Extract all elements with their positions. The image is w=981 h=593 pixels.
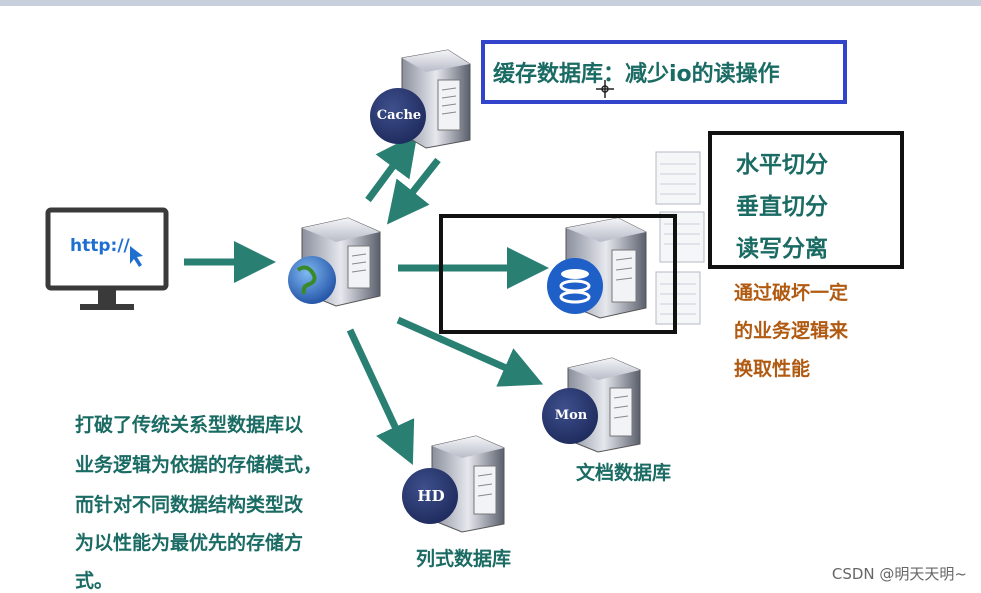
split-method-horizontal: 水平切分: [736, 152, 828, 178]
description-line-3: 而针对不同数据结构类型改: [75, 494, 304, 516]
crosshair-cursor-icon: [596, 80, 614, 98]
split-method-vertical: 垂直切分: [736, 194, 828, 220]
split-methods-box: 水平切分 垂直切分 读写分离: [708, 131, 904, 269]
monitor-icon: [45, 207, 169, 310]
description-line-4: 为以性能为最优先的存储方: [75, 532, 304, 554]
arrow-to-doc-db: [396, 316, 544, 387]
tradeoff-line-3: 换取性能: [734, 358, 811, 380]
description-line-1: 打破了传统关系型数据库以: [75, 414, 304, 436]
mongo-badge: Mon: [554, 408, 588, 423]
monitor-url-text: http://: [70, 236, 130, 256]
cache-server-icon: [370, 49, 471, 149]
relational-db-highlight-box: [439, 214, 677, 334]
web-server-icon: [288, 217, 381, 307]
arrow-to-column-db: [346, 328, 415, 466]
cache-db-title-box: 缓存数据库：减少io的读操作: [481, 40, 847, 104]
arrow-to-cache: [365, 133, 418, 203]
csdn-watermark: CSDN @明天天明~: [831, 565, 967, 583]
tradeoff-line-2: 的业务逻辑来: [734, 320, 849, 342]
top-border-bar: [0, 0, 981, 6]
column-db-label: 列式数据库: [416, 548, 512, 570]
doc-db-label: 文档数据库: [576, 462, 672, 484]
tradeoff-line-1: 通过破坏一定: [734, 282, 849, 304]
cache-db-title: 缓存数据库：减少io的读操作: [493, 62, 780, 87]
description-line-2: 业务逻辑为依据的存储模式，: [75, 454, 323, 476]
hd-badge: HD: [417, 487, 445, 505]
mongo-server-icon: [542, 357, 641, 453]
hd-server-icon: [402, 435, 505, 533]
description-line-5: 式。: [75, 570, 114, 592]
split-method-read-write: 读写分离: [736, 236, 828, 262]
table-documents-icon: [655, 151, 705, 325]
relational-db-server-icon: [547, 217, 647, 319]
arrow-from-cache: [386, 157, 441, 225]
cache-badge: Cache: [376, 108, 422, 123]
